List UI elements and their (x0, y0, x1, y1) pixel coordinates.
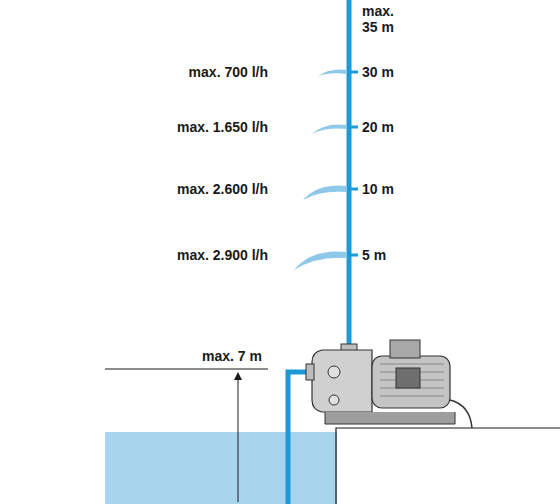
height-mark: 30 m (362, 64, 394, 80)
flow-rate: max. 1.650 l/h (177, 119, 268, 135)
height-ticks (345, 72, 358, 255)
water-sprays (294, 70, 347, 270)
pump (306, 340, 472, 428)
reference-line (105, 369, 268, 370)
height-mark: 20 m (362, 119, 394, 135)
suction-pipe (288, 372, 312, 504)
ground-ledge (336, 428, 560, 504)
max-height: max. 35 m (362, 3, 402, 35)
discharge-pipe (347, 0, 352, 348)
height-arrow (238, 376, 239, 502)
flow-rate: max. 700 l/h (189, 64, 268, 80)
height-mark: 5 m (362, 247, 386, 263)
height-mark: 10 m (362, 181, 394, 197)
flow-rate: max. 2.900 l/h (177, 247, 268, 263)
flow-rate: max. 2.600 l/h (177, 181, 268, 197)
suction-height: max. 7 m (200, 348, 264, 364)
water (105, 432, 337, 504)
